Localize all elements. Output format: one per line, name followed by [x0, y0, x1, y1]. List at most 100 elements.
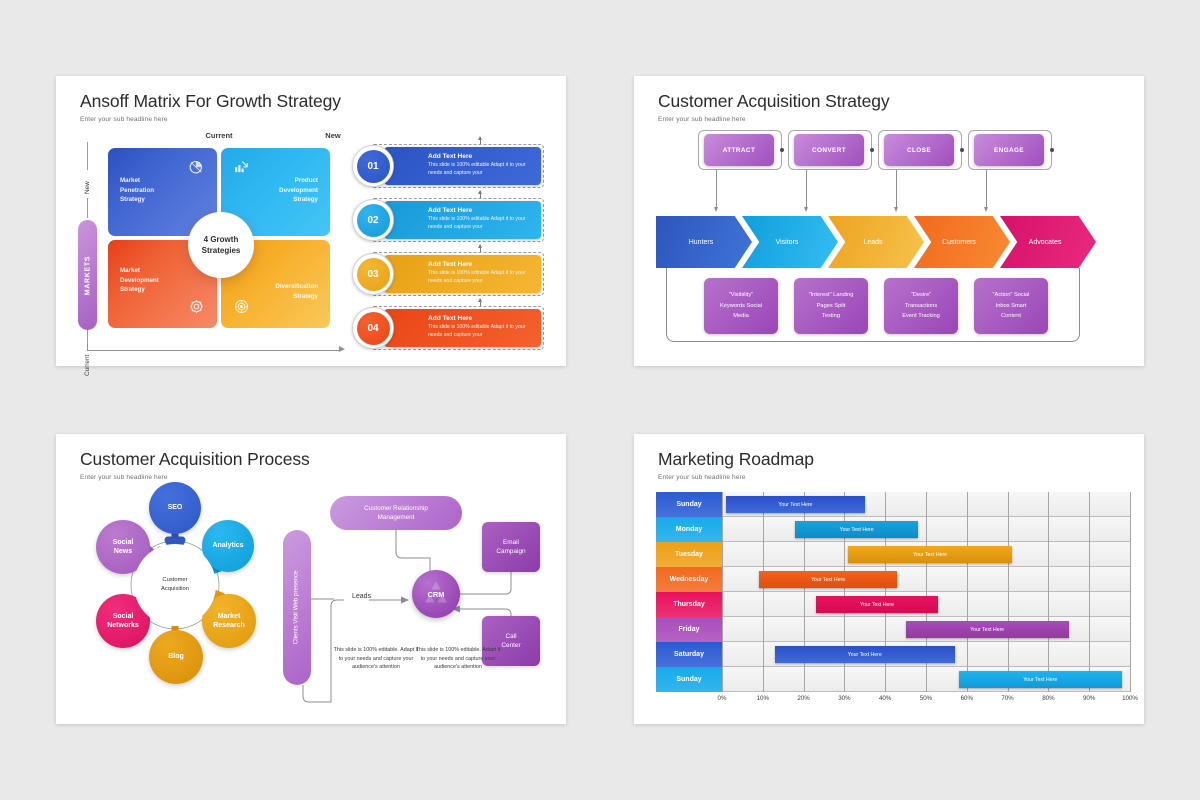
- item-number: 03: [356, 257, 390, 291]
- gantt-bar-label: Your Text Here: [1023, 676, 1058, 683]
- chevron-label: Visitors: [775, 238, 799, 246]
- stage-box[interactable]: CONVERT: [794, 134, 864, 166]
- slide-marketing-roadmap[interactable]: Marketing Roadmap Enter your sub headlin…: [634, 434, 1144, 724]
- detail-line3: Testing: [821, 313, 841, 320]
- process-hub: Customer Acquisition: [134, 544, 216, 626]
- chevron-label: Leads: [863, 238, 883, 246]
- axis-vertical-seg-mid: [87, 198, 88, 218]
- gantt-bar[interactable]: Your Text Here: [726, 496, 865, 513]
- gantt-axis-tick: 30%: [838, 695, 851, 702]
- item-body: This slide is 100% editable Adapt it to …: [428, 216, 526, 230]
- stage-connector: [896, 170, 897, 208]
- stage-arrowhead: [893, 207, 898, 212]
- process-bubble-blog[interactable]: Blog: [149, 630, 203, 684]
- item-number: 01: [356, 149, 390, 183]
- funnel-chevron-advocates[interactable]: Advocates: [1000, 216, 1096, 268]
- funnel-chevron-visitors[interactable]: Visitors: [742, 216, 838, 268]
- crm-node[interactable]: CRM: [412, 570, 460, 618]
- detail-line1: "Visibility": [728, 292, 754, 299]
- item-tick-arrow: [477, 244, 482, 248]
- item-number-circle: 03: [352, 253, 394, 295]
- detail-line1: "Desire": [910, 292, 932, 299]
- axis-label-current-column: Current: [205, 131, 233, 140]
- clients-visit-web-pill[interactable]: Clients Visit Web presence: [283, 530, 311, 685]
- crm-header-line1: Customer Relationship: [364, 504, 428, 512]
- bubble-line1: Social: [112, 538, 134, 546]
- gantt-bar[interactable]: Your Text Here: [958, 671, 1122, 688]
- page-title: Marketing Roadmap: [658, 449, 814, 469]
- stage-box[interactable]: ENGAGE: [974, 134, 1044, 166]
- detail-line1: "Action" Social: [992, 292, 1030, 299]
- axis-label-new-column: New: [325, 131, 341, 140]
- gantt-bar[interactable]: Your Text Here: [905, 621, 1069, 638]
- stage-label: ENGAGE: [993, 146, 1025, 154]
- gantt-bar[interactable]: Your Text Here: [848, 546, 1012, 563]
- funnel-chevron-hunters[interactable]: Hunters: [656, 216, 752, 268]
- item-tick: [480, 245, 481, 252]
- gantt-bar-label: Your Text Here: [778, 501, 813, 508]
- item-number-circle: 01: [352, 145, 394, 187]
- funnel-chevron-leads[interactable]: Leads: [828, 216, 924, 268]
- item-tick: [480, 137, 481, 144]
- process-connectors: [302, 530, 512, 703]
- note-left: This slide is 100% editable. Adapt it to…: [333, 647, 419, 671]
- email-campaign-box[interactable]: Email Campaign: [482, 522, 540, 572]
- stage-box[interactable]: CLOSE: [884, 134, 954, 166]
- bubble-line1: Market: [217, 612, 241, 620]
- gantt-axis-tick: 40%: [878, 695, 892, 702]
- quadrant-label: Product Development Strategy: [279, 177, 318, 204]
- slide-ansoff-matrix[interactable]: Ansoff Matrix For Growth Strategy Enter …: [56, 76, 566, 376]
- process-bubble-analytics[interactable]: Analytics: [202, 520, 254, 572]
- stage-connector: [716, 170, 717, 208]
- process-bubble-seo[interactable]: SEO: [149, 482, 201, 534]
- gantt-row-label: Sunday: [656, 667, 722, 692]
- chevron-label: Hunters: [688, 238, 714, 246]
- page-title: Ansoff Matrix For Growth Strategy: [80, 91, 341, 111]
- slide-acquisition-strategy[interactable]: Customer Acquisition Strategy Enter your…: [634, 76, 1144, 366]
- call-center-box[interactable]: Call Center: [482, 616, 540, 666]
- bubble-line1: Analytics: [212, 542, 244, 550]
- gantt-bar[interactable]: Your Text Here: [815, 596, 939, 613]
- leads-label: Leads: [352, 593, 372, 600]
- gantt-axis-tick: 90%: [1082, 695, 1096, 702]
- gantt-axis-tick: 100%: [1122, 695, 1138, 702]
- gantt-bar-label: Your Text Here: [839, 526, 874, 533]
- slide-acquisition-process[interactable]: Customer Acquisition Process Enter your …: [56, 434, 566, 724]
- quadrant-label: Diversification Strategy: [275, 283, 318, 300]
- stage-arrowhead: [713, 207, 718, 212]
- recycle-icon: [424, 581, 448, 603]
- gantt-bar[interactable]: Your Text Here: [758, 571, 898, 588]
- gantt-bar-label: Your Text Here: [913, 551, 948, 558]
- gantt-row-label: Friday: [656, 617, 722, 642]
- bubble-line1: Blog: [168, 653, 184, 661]
- axis-label-new-row: New: [84, 181, 91, 194]
- item-tick: [480, 191, 481, 198]
- stage-box[interactable]: ATTRACT: [704, 134, 774, 166]
- gantt-bar[interactable]: Your Text Here: [795, 521, 918, 538]
- gantt-row-label: Thursday: [656, 592, 722, 617]
- axis-label-current-row: Current: [84, 354, 91, 376]
- crm-header-box[interactable]: Customer Relationship Management: [330, 496, 462, 530]
- gantt-bar[interactable]: Your Text Here: [775, 646, 955, 663]
- axis-vertical-seg-bottom: [87, 324, 88, 350]
- call-center-line2: Center: [501, 642, 521, 649]
- page-subheadline: Enter your sub headline here: [80, 116, 168, 123]
- bubble-line2: Networks: [107, 622, 139, 629]
- bar-chart-down-icon: [233, 158, 250, 180]
- gantt-axis-tick: 0%: [717, 695, 727, 702]
- funnel-chevron-customers[interactable]: Customers: [914, 216, 1010, 268]
